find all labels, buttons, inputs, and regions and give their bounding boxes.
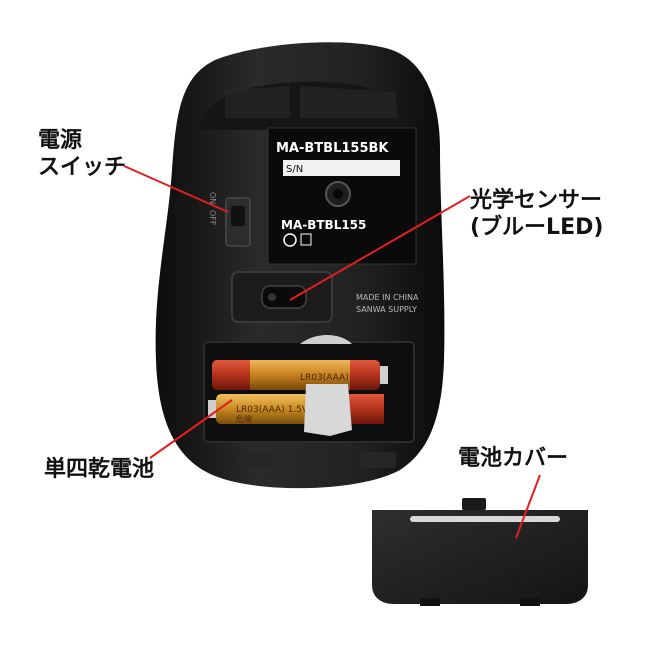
callout-battery-cover: 電池カバー bbox=[458, 445, 568, 472]
cover-tab bbox=[462, 498, 486, 510]
callout-power-line1: 電源 bbox=[38, 128, 83, 153]
callout-line-sensor bbox=[289, 195, 471, 301]
callout-power-line2: スイッチ bbox=[38, 155, 127, 180]
callout-sensor-line1: 光学センサー bbox=[470, 188, 603, 213]
origin-line2: SANWA SUPPLY bbox=[356, 305, 417, 314]
model-short-text: MA-BTBL155 bbox=[281, 218, 366, 232]
foot-pad-right bbox=[360, 452, 396, 468]
registered-mark-icon bbox=[300, 233, 312, 246]
callout-line-battery bbox=[149, 399, 233, 459]
battery-cover bbox=[372, 510, 588, 604]
callout-sensor-line2: (ブルーLED) bbox=[470, 215, 604, 240]
serial-field bbox=[283, 160, 400, 176]
battery-cell-bottom: LR03(AAA) 1.5V 危険 bbox=[208, 394, 384, 424]
svg-text:ON: ON bbox=[208, 192, 217, 204]
svg-text:LR03(AAA): LR03(AAA) bbox=[300, 373, 349, 383]
svg-text:OFF: OFF bbox=[208, 210, 217, 226]
svg-text:危険: 危険 bbox=[236, 414, 252, 424]
callout-power-switch: 電源 スイッチ bbox=[38, 127, 126, 181]
callout-cover-label: 電池カバー bbox=[458, 446, 569, 471]
serial-label: S/N bbox=[286, 164, 303, 175]
callout-battery-label: 単四乾電池 bbox=[44, 457, 155, 482]
origin-line1: MADE IN CHINA bbox=[356, 293, 419, 302]
model-text: MA-BTBL155BK bbox=[276, 141, 389, 156]
callout-optical-sensor: 光学センサー (ブルーLED) bbox=[470, 187, 603, 241]
battery-cell-top: LR03(AAA) bbox=[212, 360, 388, 390]
switch-labels: OFF ON bbox=[208, 192, 217, 226]
foot-pad-left bbox=[238, 452, 274, 468]
callout-line-power bbox=[123, 165, 229, 213]
svg-text:LR03(AAA) 1.5V: LR03(AAA) 1.5V bbox=[236, 405, 309, 415]
cert-mark-icon bbox=[283, 233, 297, 247]
battery-release-tab[interactable] bbox=[304, 384, 352, 436]
callout-line-cover bbox=[515, 474, 541, 539]
callout-battery: 単四乾電池 bbox=[44, 456, 154, 483]
